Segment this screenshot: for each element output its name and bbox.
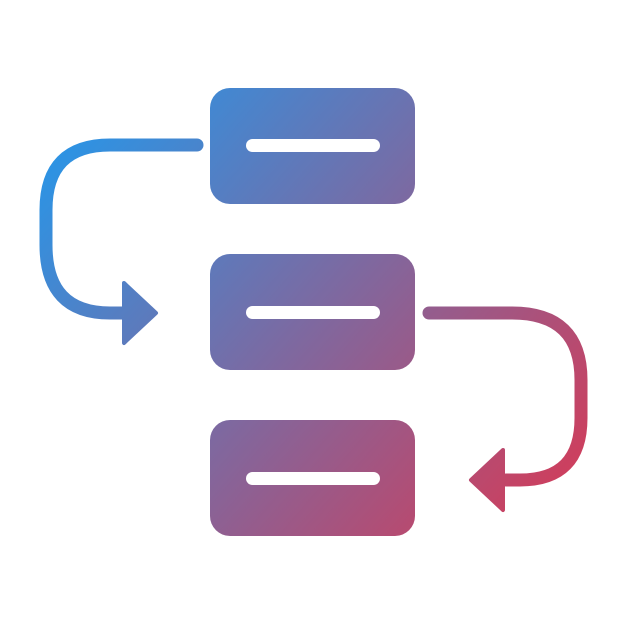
arrowhead-right-icon [122, 281, 158, 345]
curved-arrow-left-icon [39, 138, 204, 345]
connector-line-right [422, 306, 588, 487]
step-box-bottom-bar [246, 472, 380, 485]
connector-line-left [39, 138, 204, 320]
step-box-bottom [210, 420, 415, 536]
step-box-middle-bar [246, 306, 380, 319]
step-box-top [210, 88, 415, 204]
step-box-top-bar [246, 139, 380, 152]
step-box-middle [210, 254, 415, 370]
curved-arrow-right-icon [422, 306, 588, 512]
arrowhead-left-icon [469, 448, 505, 512]
